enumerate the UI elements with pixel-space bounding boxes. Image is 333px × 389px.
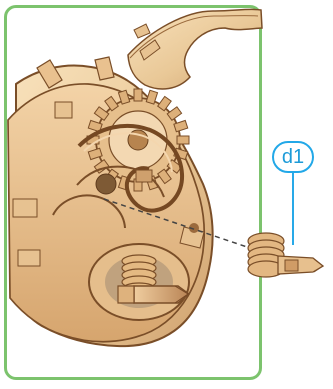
wooden-peg-part-icon [248,233,323,277]
part-label-callout: d1 [272,141,314,173]
